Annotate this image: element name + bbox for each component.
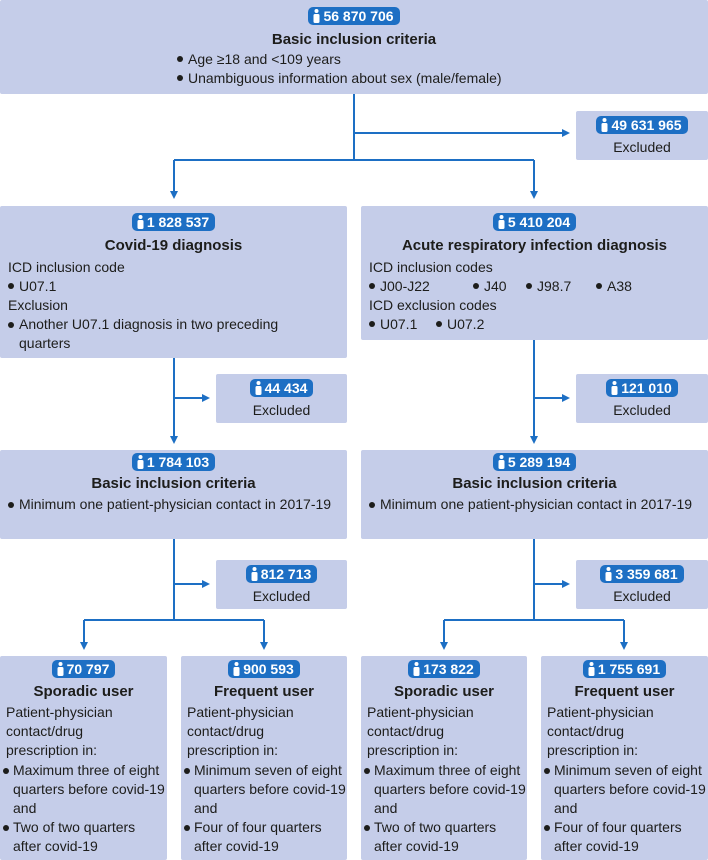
count-badge: 44 434 [249,379,314,397]
section-label: ICD inclusion codes [369,259,493,275]
excluded-label: Excluded [252,588,311,604]
person-icon [251,567,258,581]
code-item: U07.2 [436,315,484,334]
covid-sporadic-user-box: 70 797 Sporadic user Patient-physician c… [0,656,167,860]
code-item: J00-J22 [369,277,430,296]
count-badge: 49 631 965 [596,116,688,134]
user-intro: Patient-physician contact/drug prescript… [6,704,113,758]
count-badge: 812 713 [245,565,318,583]
count-badge: 5 289 194 [492,453,577,471]
ari-diagnosis-box: 5 410 204 Acute respiratory infection di… [361,206,708,340]
person-icon [601,118,608,132]
covid-frequent-user-box: 900 593 Frequent user Patient-physician … [181,656,347,860]
excluded-label: Excluded [613,588,671,604]
person-icon [413,662,420,676]
excluded-box: 44 434 Excluded [216,374,347,423]
person-icon [137,215,144,229]
ari-frequent-user-box: 1 755 691 Frequent user Patient-physicia… [541,656,708,860]
excluded-box: 3 359 681 Excluded [576,560,708,609]
box-title: Frequent user [213,683,315,700]
criteria-item: Four of four quarters after covid-19 [544,818,706,856]
count-badge: 1 828 537 [131,213,216,231]
person-icon [588,662,595,676]
count-badge: 1 755 691 [582,660,667,678]
covid-diagnosis-box: 1 828 537 Covid-19 diagnosis ICD inclusi… [0,206,347,358]
count-badge: 173 822 [408,660,480,678]
user-intro: Patient-physician contact/drug prescript… [367,704,474,758]
excluded-label: Excluded [252,402,311,418]
box-title: Frequent user [574,683,675,700]
box-title: Basic inclusion criteria [271,31,437,48]
count-badge: 5 410 204 [492,213,577,231]
code-item: J98.7 [526,277,571,296]
person-icon [611,381,618,395]
person-icon [137,455,144,469]
criteria-item: Maximum three of eight quarters before c… [3,761,165,818]
ari-basic-criteria-box: 5 289 194 Basic inclusion criteria Minim… [361,450,708,539]
criteria-item: Four of four quarters after covid-19 [184,818,346,856]
criteria-item: Minimum seven of eight quarters before c… [184,761,346,818]
person-icon [498,455,505,469]
box-title: Sporadic user [393,683,495,700]
box-title: Acute respiratory infection diagnosis [401,237,668,254]
box-title: Sporadic user [33,683,134,700]
person-icon [233,662,240,676]
person-icon [313,9,320,23]
criteria-item: Minimum one patient-physician contact in… [8,495,338,514]
count-badge: 900 593 [228,660,300,678]
user-intro: Patient-physician contact/drug prescript… [547,704,654,758]
box-title: Covid-19 diagnosis [104,237,243,254]
excluded-box: 121 010 Excluded [576,374,708,423]
box-title: Basic inclusion criteria [452,475,617,492]
ari-sporadic-user-box: 173 822 Sporadic user Patient-physician … [361,656,527,860]
top-inclusion-box: 56 870 706 Basic inclusion criteria Age … [0,0,708,94]
section-label: Exclusion [8,297,68,313]
count-badge: 1 784 103 [131,453,216,471]
excluded-label: Excluded [613,139,671,155]
count-badge: 70 797 [51,660,116,678]
person-icon [605,567,612,581]
count-badge: 56 870 706 [308,7,400,25]
box-title: Basic inclusion criteria [91,475,256,492]
criteria-item: Unambiguous information about sex (male/… [177,69,502,88]
code-item: A38 [596,277,632,296]
criteria-item: Minimum seven of eight quarters before c… [544,761,706,818]
person-icon [57,662,64,676]
excluded-label: Excluded [613,402,671,418]
criteria-item: Two of two quarters after covid-19 [3,818,165,856]
excluded-box: 812 713 Excluded [216,560,347,609]
criteria-item: Maximum three of eight quarters before c… [364,761,526,818]
covid-basic-criteria-box: 1 784 103 Basic inclusion criteria Minim… [0,450,347,539]
criteria-item: Two of two quarters after covid-19 [364,818,526,856]
code-item: U07.1 [8,277,56,296]
section-label: ICD inclusion code [8,259,125,275]
person-icon [255,381,262,395]
user-intro: Patient-physician contact/drug prescript… [187,704,294,758]
section-label: ICD exclusion codes [369,297,497,313]
count-badge: 3 359 681 [600,565,684,583]
code-item: J40 [473,277,507,296]
count-badge: 121 010 [606,379,678,397]
excluded-box: 49 631 965 Excluded [576,111,708,160]
criteria-item: Age ≥18 and <109 years [177,50,341,69]
count-value: 56 870 706 [323,8,394,24]
exclusion-item: Another U07.1 diagnosis in two preceding… [8,315,328,353]
code-item: U07.1 [369,315,417,334]
person-icon [498,215,505,229]
criteria-item: Minimum one patient-physician contact in… [369,495,699,514]
